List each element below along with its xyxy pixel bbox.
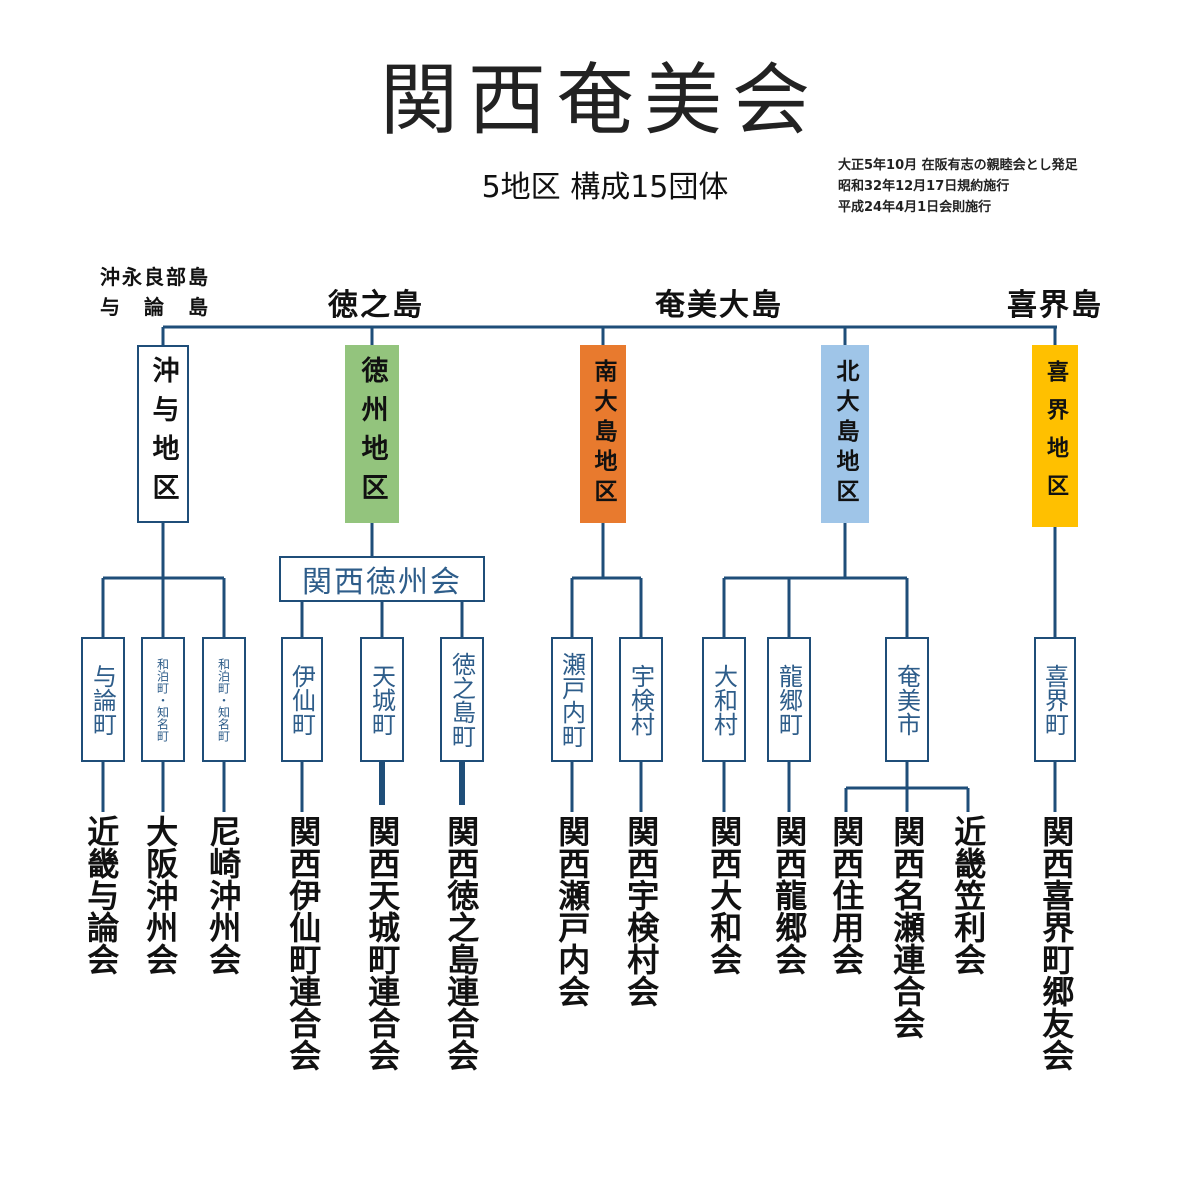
org-kinki-yoron: 近畿与論会 bbox=[82, 815, 121, 975]
town-tatsugo: 龍郷町 bbox=[767, 637, 811, 762]
org-osaka-okisu: 大阪沖州会 bbox=[141, 815, 180, 975]
org-kansai-tokunoshima: 関西徳之島連合会 bbox=[442, 815, 481, 1071]
org-kansai-sumiyo: 関西住用会 bbox=[827, 815, 866, 975]
district-okiyo: 沖与地区 bbox=[137, 345, 189, 523]
district-tokushu: 徳州地区 bbox=[345, 345, 399, 523]
org-kansai-amagi: 関西天城町連合会 bbox=[363, 815, 402, 1071]
history-line: 昭和32年12月17日規約施行 bbox=[838, 179, 1010, 194]
org-kinki-kasari: 近畿笠利会 bbox=[949, 815, 988, 975]
org-kansai-setouchi: 関西瀬戸内会 bbox=[553, 815, 592, 1007]
town-setouchi: 瀬戸内町 bbox=[551, 637, 593, 762]
island-tokunoshima: 徳之島 bbox=[328, 288, 424, 323]
org-kansai-uken: 関西宇検村会 bbox=[622, 815, 661, 1007]
island-amami-oshima: 奄美大島 bbox=[655, 288, 783, 323]
district-minami-oshima: 南大島地区 bbox=[580, 345, 626, 523]
town-uken: 宇検村 bbox=[619, 637, 663, 762]
kansai-tokushu-kai: 関西徳州会 bbox=[279, 556, 485, 602]
town-kikai: 喜界町 bbox=[1034, 637, 1076, 762]
history-line: 平成24年4月1日会則施行 bbox=[838, 200, 992, 215]
history-notes: 大正5年10月 在阪有志の親睦会とし発足 昭和32年12月17日規約施行 平成2… bbox=[838, 155, 1078, 218]
org-kansai-naze: 関西名瀬連合会 bbox=[888, 815, 927, 1039]
town-wadomari-china-1: 和泊町・知名町 bbox=[141, 637, 185, 762]
town-wadomari-china-2: 和泊町・知名町 bbox=[202, 637, 246, 762]
town-yoron: 与論町 bbox=[81, 637, 125, 762]
town-amami: 奄美市 bbox=[885, 637, 929, 762]
history-line: 大正5年10月 在阪有志の親睦会とし発足 bbox=[838, 158, 1078, 173]
org-kansai-kikai: 関西喜界町郷友会 bbox=[1037, 815, 1076, 1071]
town-tokunoshima: 徳之島町 bbox=[440, 637, 484, 762]
subtitle: 5地区 構成15団体 bbox=[481, 170, 729, 205]
district-kikai: 喜界地区 bbox=[1032, 345, 1078, 527]
org-kansai-isen: 関西伊仙町連合会 bbox=[284, 815, 323, 1071]
town-amagi: 天城町 bbox=[360, 637, 404, 762]
district-kita-oshima: 北大島地区 bbox=[821, 345, 869, 523]
town-yamato: 大和村 bbox=[702, 637, 746, 762]
org-amagasaki-okisu: 尼崎沖州会 bbox=[204, 815, 243, 975]
org-kansai-yamato: 関西大和会 bbox=[705, 815, 744, 975]
island-kikaijima: 喜界島 bbox=[1007, 288, 1103, 323]
island-okinoerabu-yoron: 沖永良部島 与 論 島 bbox=[100, 265, 210, 319]
page-title: 関西奄美会 bbox=[379, 56, 820, 146]
org-kansai-tatsugo: 関西龍郷会 bbox=[770, 815, 809, 975]
town-isen: 伊仙町 bbox=[281, 637, 323, 762]
